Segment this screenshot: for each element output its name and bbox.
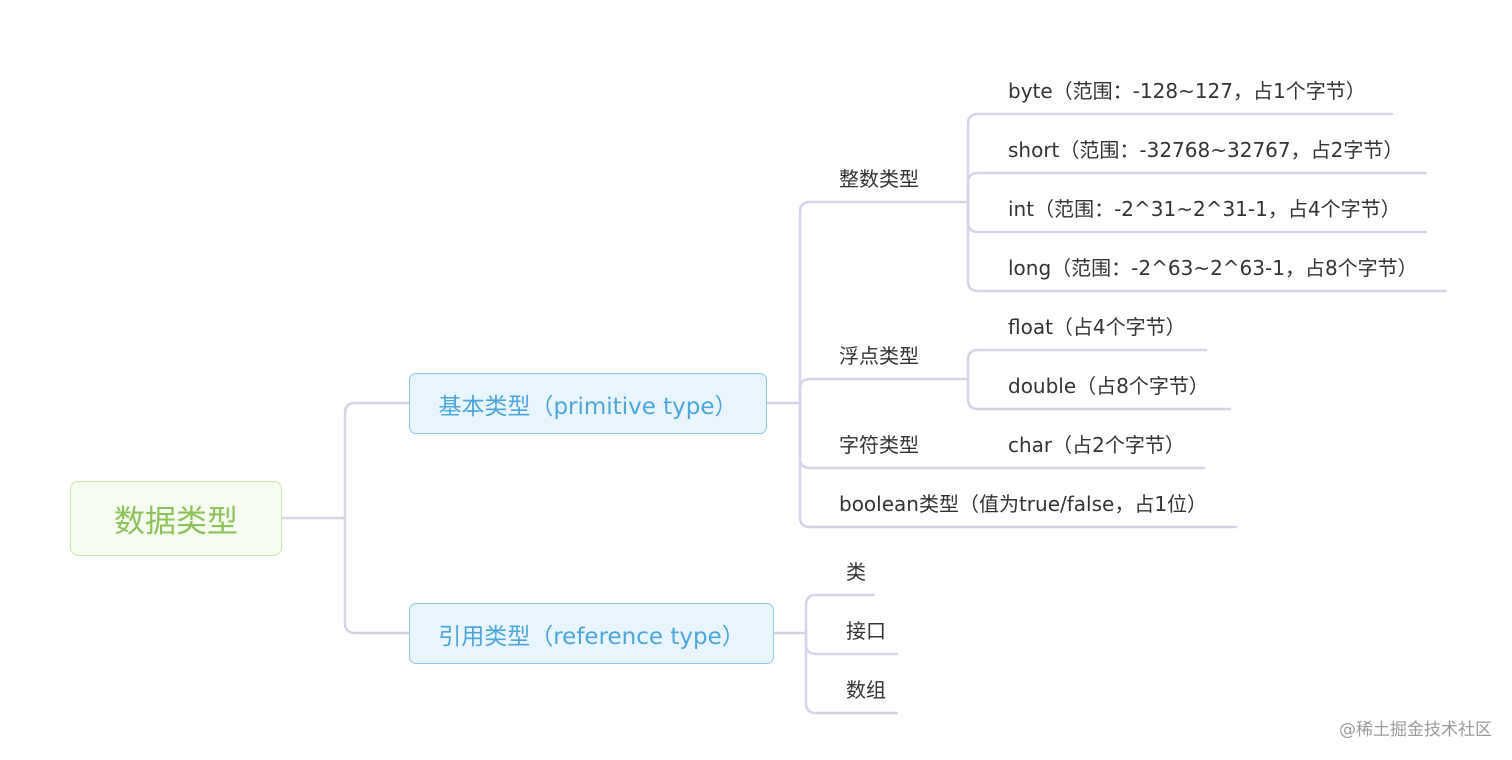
connector-root-primitive [343,401,412,520]
char-type-node[interactable]: 字符类型 [839,433,919,457]
interface-type-node[interactable]: 接口 [846,619,886,643]
long-type-node[interactable]: long（范围：-2^63~2^63-1，占8个字节） [1008,256,1418,280]
reference-type-label: 引用类型（reference type） [438,623,745,650]
connector-reference-class [804,593,876,635]
byte-type-node[interactable]: byte（范围：-128~127，占1个字节） [1008,79,1366,103]
connector-primitive-integer [798,200,970,405]
connector-float-double [966,377,1232,411]
connector-root-reference [343,516,412,635]
float-leaf-node[interactable]: float（占4个字节） [1008,315,1186,339]
connector-primitive-float [798,377,970,405]
primitive-type-node[interactable]: 基本类型（primitive type） [409,373,767,434]
root-label: 数据类型 [114,504,238,540]
boolean-type-node[interactable]: boolean类型（值为true/false，占1位） [839,492,1208,516]
int-type-node[interactable]: int（范围：-2^31~2^31-1，占4个字节） [1008,197,1401,221]
primitive-type-label: 基本类型（primitive type） [438,393,738,420]
connector-integer-long [966,200,1448,293]
connector-reference-array [804,631,899,715]
char-leaf-node[interactable]: char（占2个字节） [1008,433,1185,457]
class-type-node[interactable]: 类 [846,560,866,584]
integer-type-node[interactable]: 整数类型 [839,167,919,191]
connector-integer-short [966,171,1428,204]
reference-type-node[interactable]: 引用类型（reference type） [409,603,774,664]
connector-primitive-boolean [798,401,1238,529]
connector-float-float [966,348,1208,381]
root-node[interactable]: 数据类型 [70,481,282,556]
watermark: @稀土掘金技术社区 [1339,720,1492,740]
connector-integer-byte [966,112,1394,204]
double-leaf-node[interactable]: double（占8个字节） [1008,374,1209,398]
float-type-node[interactable]: 浮点类型 [839,344,919,368]
array-type-node[interactable]: 数组 [846,678,886,702]
short-type-node[interactable]: short（范围：-32768~32767，占2字节） [1008,138,1404,162]
